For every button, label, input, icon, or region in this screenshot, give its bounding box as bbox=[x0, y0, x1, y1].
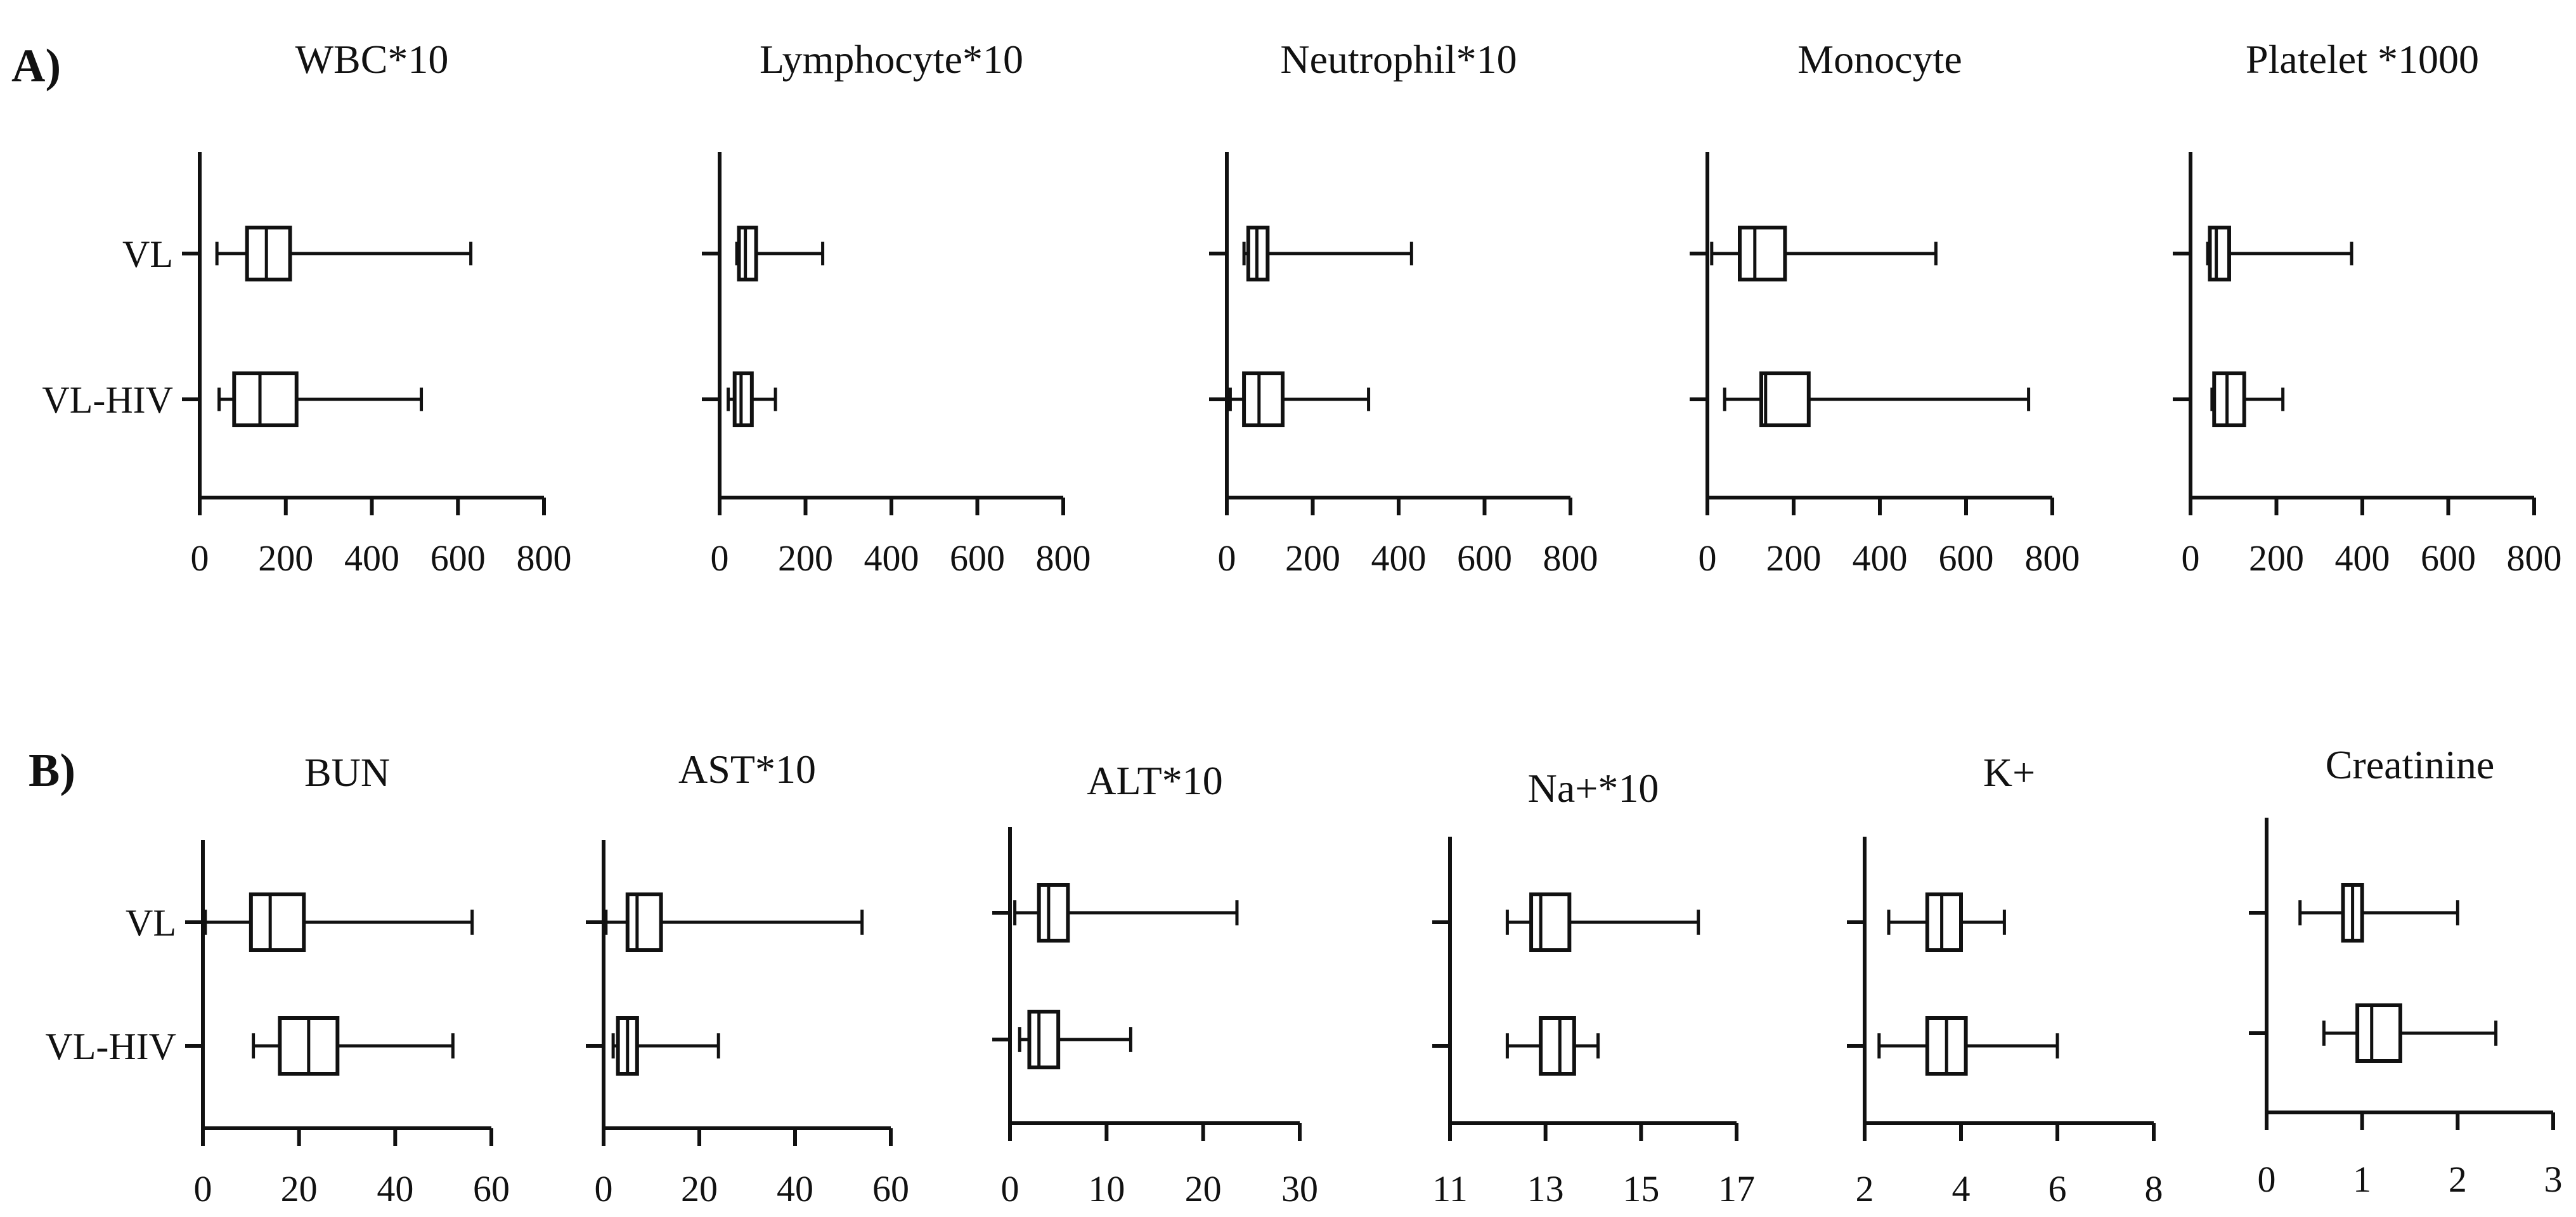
chart-title: Creatinine bbox=[2326, 742, 2495, 787]
x-tick-label: 200 bbox=[258, 538, 313, 579]
x-tick-label: 800 bbox=[517, 538, 572, 579]
x-tick-label: 2 bbox=[1856, 1168, 1874, 1209]
x-tick-label: 200 bbox=[1766, 538, 1822, 579]
x-tick-label: 60 bbox=[473, 1168, 510, 1209]
box-iqr bbox=[1759, 371, 1811, 427]
x-tick-label: 0 bbox=[595, 1168, 613, 1209]
box-iqr bbox=[1539, 1016, 1576, 1076]
x-tick-label: 0 bbox=[191, 538, 209, 579]
x-tick-label: 200 bbox=[1285, 538, 1340, 579]
box-iqr bbox=[1529, 892, 1572, 952]
x-tick-label: 3 bbox=[2544, 1159, 2563, 1200]
x-tick-label: 400 bbox=[344, 538, 399, 579]
x-tick-label: 200 bbox=[778, 538, 833, 579]
chart-title: Monocyte bbox=[1797, 37, 1962, 82]
chart-8: Na+*10 11 13 15 17 bbox=[1432, 766, 1755, 1209]
category-label: VL bbox=[126, 902, 176, 944]
x-tick-label: 60 bbox=[872, 1168, 909, 1209]
chart-5: BUN VL VL-HIV 0 20 40 60 bbox=[45, 750, 510, 1209]
x-tick-label: 400 bbox=[2335, 538, 2390, 579]
chart-3: Monocyte 0 200 400 600 800 bbox=[1690, 37, 2080, 579]
x-tick-label: 0 bbox=[1218, 538, 1236, 579]
box-iqr bbox=[245, 226, 292, 281]
box-iqr bbox=[625, 892, 663, 952]
x-tick-label: 40 bbox=[777, 1168, 813, 1209]
box-iqr bbox=[1027, 1010, 1061, 1069]
x-tick-label: 600 bbox=[1939, 538, 1994, 579]
box-iqr bbox=[2212, 371, 2246, 427]
x-tick-label: 13 bbox=[1527, 1168, 1564, 1209]
x-tick-label: 400 bbox=[1853, 538, 1908, 579]
x-tick-label: 800 bbox=[1543, 538, 1598, 579]
box-iqr bbox=[732, 371, 754, 427]
chart-title: AST*10 bbox=[678, 747, 816, 792]
x-tick-label: 600 bbox=[2421, 538, 2476, 579]
x-tick-label: 8 bbox=[2145, 1168, 2163, 1209]
box-iqr bbox=[737, 226, 758, 281]
box-iqr bbox=[2355, 1003, 2402, 1063]
box-iqr bbox=[1242, 371, 1285, 427]
x-tick-label: 400 bbox=[1371, 538, 1427, 579]
panel-label-a: A) bbox=[11, 40, 61, 92]
x-tick-label: 17 bbox=[1718, 1168, 1755, 1209]
chart-title: Lymphocyte*10 bbox=[760, 37, 1023, 82]
x-tick-label: 600 bbox=[430, 538, 486, 579]
panel-label-b: B) bbox=[29, 745, 75, 797]
x-tick-label: 20 bbox=[281, 1168, 318, 1209]
x-tick-label: 0 bbox=[194, 1168, 212, 1209]
x-tick-label: 15 bbox=[1622, 1168, 1659, 1209]
chart-7: ALT*10 0 10 20 30 bbox=[992, 758, 1318, 1209]
x-tick-label: 600 bbox=[1457, 538, 1512, 579]
x-tick-label: 0 bbox=[711, 538, 729, 579]
category-label: VL-HIV bbox=[45, 1026, 176, 1067]
x-tick-label: 4 bbox=[1952, 1168, 1971, 1209]
x-tick-label: 800 bbox=[2507, 538, 2562, 579]
chart-6: AST*10 0 20 40 60 bbox=[586, 747, 909, 1209]
chart-title: ALT*10 bbox=[1087, 758, 1223, 803]
chart-1: Lymphocyte*10 0 200 400 600 800 bbox=[702, 37, 1091, 579]
x-tick-label: 20 bbox=[1185, 1168, 1222, 1209]
chart-2: Neutrophil*10 0 200 400 600 800 bbox=[1209, 37, 1598, 579]
chart-title: Na+*10 bbox=[1528, 766, 1659, 811]
chart-title: K+ bbox=[1983, 750, 2035, 795]
x-tick-label: 0 bbox=[1699, 538, 1717, 579]
x-tick-label: 6 bbox=[2049, 1168, 2067, 1209]
x-tick-label: 10 bbox=[1088, 1168, 1125, 1209]
chart-title: Platelet *1000 bbox=[2246, 37, 2479, 82]
x-tick-label: 200 bbox=[2249, 538, 2304, 579]
x-tick-label: 400 bbox=[864, 538, 919, 579]
chart-4: Platelet *1000 0 200 400 600 800 bbox=[2173, 37, 2562, 579]
box-iqr bbox=[1037, 883, 1070, 943]
x-tick-label: 0 bbox=[1001, 1168, 1019, 1209]
x-tick-label: 800 bbox=[1036, 538, 1091, 579]
category-label: VL bbox=[122, 233, 173, 275]
box-iqr bbox=[2208, 226, 2231, 281]
chart-title: BUN bbox=[304, 750, 390, 795]
box-iqr bbox=[249, 892, 306, 952]
x-tick-label: 0 bbox=[2182, 538, 2200, 579]
x-tick-label: 40 bbox=[377, 1168, 413, 1209]
x-tick-label: 30 bbox=[1281, 1168, 1318, 1209]
box-iqr bbox=[232, 371, 299, 427]
x-tick-label: 600 bbox=[950, 538, 1005, 579]
x-tick-label: 2 bbox=[2449, 1159, 2467, 1200]
x-tick-label: 1 bbox=[2353, 1159, 2371, 1200]
x-tick-label: 800 bbox=[2025, 538, 2080, 579]
category-label: VL-HIV bbox=[42, 379, 173, 421]
chart-title: Neutrophil*10 bbox=[1280, 37, 1517, 82]
x-tick-label: 20 bbox=[681, 1168, 718, 1209]
box-iqr bbox=[1925, 892, 1964, 952]
box-iqr bbox=[1738, 226, 1787, 281]
x-tick-label: 11 bbox=[1432, 1168, 1468, 1209]
chart-10: Creatinine 0 1 2 3 bbox=[2249, 742, 2563, 1200]
chart-9: K+ 2 4 6 8 bbox=[1847, 750, 2163, 1209]
chart-title: WBC*10 bbox=[295, 37, 449, 82]
x-tick-label: 0 bbox=[2258, 1159, 2276, 1200]
